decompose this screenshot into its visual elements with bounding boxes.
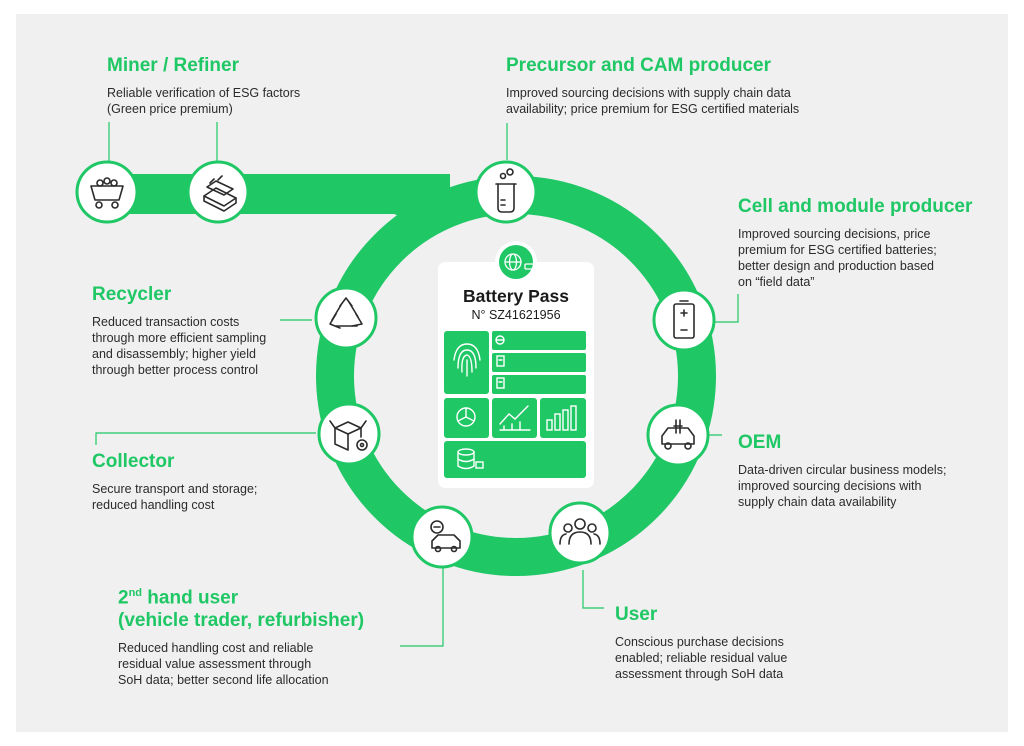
data-row-1 [492,331,586,350]
bar-chart-icon [546,405,577,431]
oem-desc-3: supply chain data availability [738,495,897,509]
precursor-title: Precursor and CAM producer [506,55,771,76]
miner-block: Miner / Refiner Reliable verification of… [107,54,300,117]
battery-pass-number: N° SZ41621956 [471,308,561,322]
car-repair-glyph [430,520,461,553]
globe-glyph [504,253,535,271]
database-tile [444,441,586,478]
data-row-2 [492,353,586,372]
fingerprint-icon [453,343,481,377]
second-hand-title-rest: hand user [142,587,239,609]
recycler-block: Recycler Reduced transaction costs throu… [92,283,266,378]
second-hand-title-num: 2 [118,587,129,609]
collector-block: Collector Secure transport and storage; … [92,450,257,513]
oem-desc-2: improved sourcing decisions with [738,479,922,493]
cell-desc-2: premium for ESG certified batteries; [738,243,937,257]
user-block: User Conscious purchase decisions enable… [615,603,787,682]
mine-cart-icon [75,160,139,224]
recycler-desc-1: Reduced transaction costs [92,315,240,329]
second-hand-desc-2: residual value assessment through [118,657,312,672]
second-hand-desc-1: Reduced handling cost and reliable [118,641,314,656]
pie-chart-icon [456,407,476,427]
doc-icon-2 [496,377,505,389]
users-glyph [559,518,601,545]
electric-car-icon [646,403,710,467]
globe-small-icon [495,335,505,345]
miner-title: Miner / Refiner [107,55,239,76]
collector-desc-1: Secure transport and storage; [92,482,258,496]
precursor-desc-2: availability; price premium for ESG cert… [506,102,800,116]
recycler-desc-2: through more efficient sampling [92,331,267,345]
oem-block: OEM Data-driven circular business models… [738,431,946,510]
collector-desc-2: reduced handling cost [92,498,215,512]
battery-icon [652,288,716,352]
mine-cart-glyph [90,177,124,209]
second-hand-title-2: (vehicle trader, refurbisher) [118,610,365,632]
precursor-desc-1: Improved sourcing decisions with supply … [506,86,791,100]
second-hand-title-1: 2nd hand user [118,582,364,609]
beaker-icon [474,160,538,224]
cell-desc-3: better design and production based [738,259,934,273]
oem-desc-1: Data-driven circular business models; [738,463,947,477]
miner-desc-2: (Green price premium) [107,102,233,116]
user-desc-3: assessment through SoH data [615,667,784,681]
user-desc-1: Conscious purchase decisions [615,635,784,649]
electric-car-glyph [661,419,695,450]
oem-title: OEM [738,432,782,453]
second-hand-block: 2nd hand user (vehicle trader, refurbish… [118,582,364,688]
recycler-desc-3: and disassembly; higher yield [92,347,256,361]
user-desc-2: enabled; reliable residual value [615,651,788,665]
recycle-glyph [329,297,363,329]
card-tiles [444,331,586,478]
doc-icon-1 [496,355,505,367]
beaker-glyph [495,168,517,213]
gold-bars-glyph [203,175,237,212]
users-icon [548,501,612,565]
cell-title: Cell and module producer [738,196,973,217]
battery-glyph [673,300,695,339]
ring-arrow-shaft [381,198,449,258]
user-title: User [615,604,658,625]
second-hand-desc-3: SoH data; better second life allocation [118,673,329,688]
cell-desc-1: Improved sourcing decisions, price [738,227,931,241]
recycle-icon [314,286,378,350]
cell-block: Cell and module producer Improved sourci… [738,195,972,290]
recycler-desc-4: through better process control [92,363,259,377]
car-repair-icon [410,505,474,569]
trend-chart-icon [499,405,531,431]
collector-title: Collector [92,451,175,472]
second-hand-title-sup: nd [128,587,143,599]
feed-band [105,174,450,214]
recycler-title: Recycler [92,284,172,305]
precursor-block: Precursor and CAM producer Improved sour… [506,54,799,117]
data-row-3 [492,375,586,394]
box-gear-glyph [329,420,368,451]
cell-desc-4: on “field data” [738,275,815,289]
database-lock-icon [457,448,484,470]
miner-desc-1: Reliable verification of ESG factors [107,86,301,100]
battery-pass-title: Battery Pass [462,286,570,306]
